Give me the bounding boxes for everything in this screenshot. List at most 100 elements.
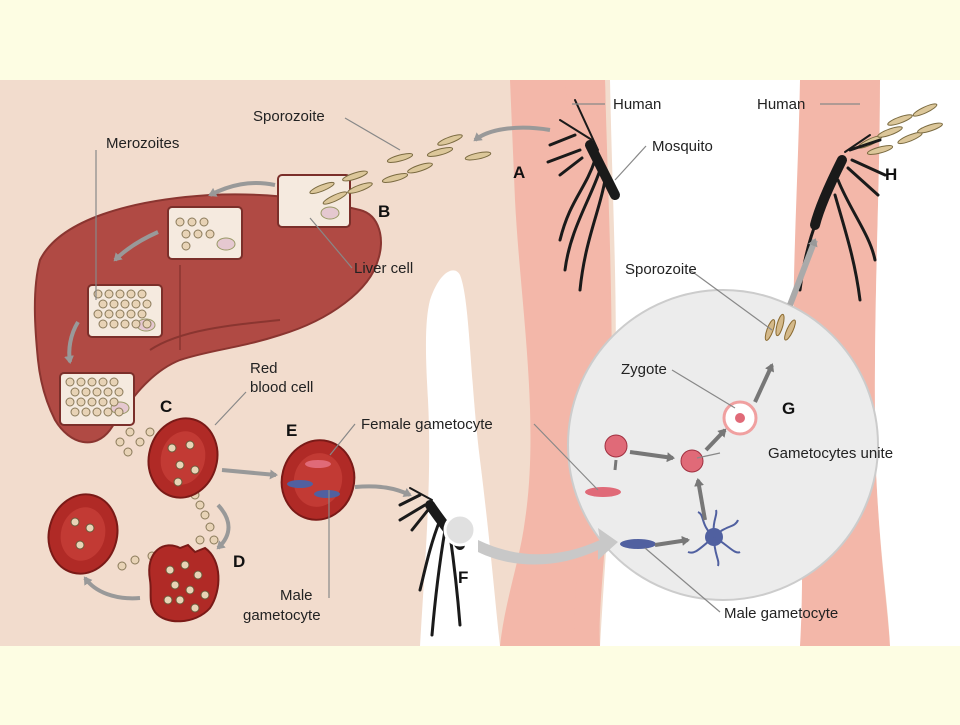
mosquito-h [798,134,887,302]
stage-letter-a: A [513,163,525,182]
sporozoite [386,153,414,163]
rbc-parasite [175,595,185,605]
male-gametocyte-in-rbc-2 [314,490,340,498]
stage-letter-h: H [885,165,897,184]
merozoite [137,289,147,299]
merozoite [103,387,113,397]
rbc-parasite [193,570,203,580]
merozoite [104,309,114,319]
liver-cell-infected-2 [167,206,243,260]
inset-female-gametocyte [585,487,621,497]
label-human-left: Human [613,96,661,113]
merozoite [193,229,203,239]
merozoite [115,309,125,319]
sporozoite [464,151,492,161]
label-male-gametocyte-inset: Male gametocyte [724,605,838,622]
sporozoite [342,170,368,182]
merozoite [76,397,86,407]
merozoite [87,377,97,387]
merozoite [131,319,141,329]
merozoite [181,229,191,239]
white-background-right [874,80,960,646]
merozoite [98,319,108,329]
label-mosquito: Mosquito [652,138,713,155]
merozoite [70,387,80,397]
sporozoite [347,182,373,194]
mosquito-gut-magnifier [443,513,477,547]
rbc-parasite [173,477,183,487]
stage-letter-d: D [233,552,245,571]
inset-female-gamete [604,434,628,458]
merozoite [92,407,102,417]
sporozoite [309,181,335,195]
merozoite [115,437,125,447]
rbc-parasite [190,603,200,613]
merozoite [65,397,75,407]
rbc-parasite [190,465,200,475]
label-male-gametocyte-line1: Male [280,587,313,604]
merozoite [76,377,86,387]
merozoite [109,299,119,309]
sporozoite [877,126,903,138]
stage-letter-c: C [160,397,172,416]
rbc-parasite [180,560,190,570]
merozoite [131,299,141,309]
sporozoite [437,134,463,146]
mosquito-a [546,99,620,292]
sporozoite [322,191,348,205]
rbc-parasite [200,590,210,600]
merozoite [93,309,103,319]
merozoite [65,377,75,387]
label-human-right: Human [757,96,805,113]
inset-male-gametocyte [620,539,656,549]
label-merozoites: Merozoites [106,135,179,152]
big-arrow-to-inset [478,528,618,565]
stage-letter-e: E [286,421,297,440]
merozoite [195,535,205,545]
sporozoite [887,114,913,126]
leader-lines [95,103,860,613]
rbc-d-bursting [148,543,220,623]
merozoite [104,289,114,299]
merozoite [98,299,108,309]
label-liver-cell: Liver cell [354,260,413,277]
merozoite [103,407,113,417]
liver-cell-infected-1 [277,174,351,228]
sporozoite [912,103,938,117]
rbc-parasite [165,565,175,575]
merozoite [187,217,197,227]
label-gametocytes-unite: Gametocytes unite [768,445,893,462]
merozoite [123,447,133,457]
merozoite [87,397,97,407]
merozoite [199,217,209,227]
merozoite [117,561,127,571]
sporozoite [866,145,894,155]
stage-letter-b: B [378,202,390,221]
merozoite [181,241,191,251]
merozoite [205,229,215,239]
merozoite [70,407,80,417]
merozoite [115,289,125,299]
merozoite [120,299,130,309]
merozoite [135,437,145,447]
mosquito-gut-inset [567,289,879,601]
merozoite [120,319,130,329]
label-zygote: Zygote [621,361,667,378]
merozoite [93,289,103,299]
rbc-parasite [170,580,180,590]
inset-uniting-gametes [680,449,704,473]
merozoite [145,427,155,437]
label-sporozoite-top: Sporozoite [253,108,325,125]
rbc-parasite [175,460,185,470]
merozoite [109,397,119,407]
merozoite [98,397,108,407]
merozoite [205,522,215,532]
merozoite [137,309,147,319]
merozoite [175,217,185,227]
male-gametocyte-in-rbc-1 [287,480,313,488]
merozoite [126,309,136,319]
stage-letter-f: F [458,568,468,587]
rbc-parasite [167,443,177,453]
